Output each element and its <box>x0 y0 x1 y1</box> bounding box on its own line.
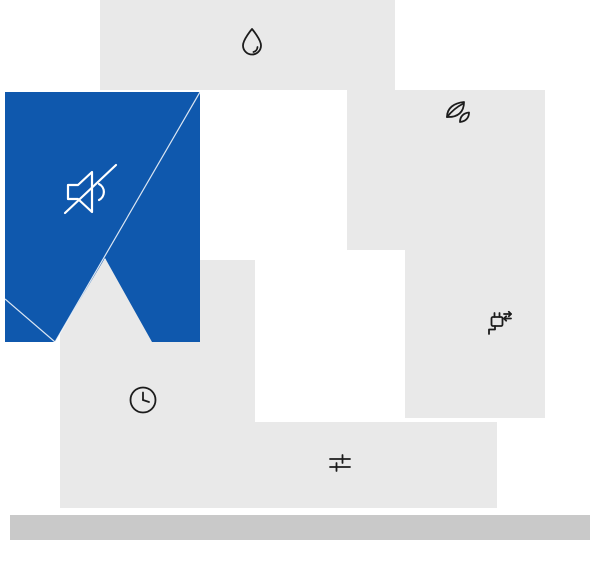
accent-banner-shape <box>5 92 200 342</box>
tile-bottom[interactable] <box>200 422 497 508</box>
power-plug-swap-icon <box>479 304 515 340</box>
clock-icon <box>125 382 161 418</box>
sliders-icon <box>322 445 358 481</box>
tile-right-lower[interactable] <box>405 250 545 418</box>
droplet-icon <box>234 24 270 60</box>
tile-right-upper[interactable] <box>347 90 545 250</box>
leaf-icon <box>438 94 474 130</box>
speaker-muted-icon <box>63 163 118 215</box>
tile-top[interactable] <box>100 0 395 90</box>
accent-banner[interactable] <box>5 92 200 342</box>
bottom-strip <box>10 515 590 540</box>
